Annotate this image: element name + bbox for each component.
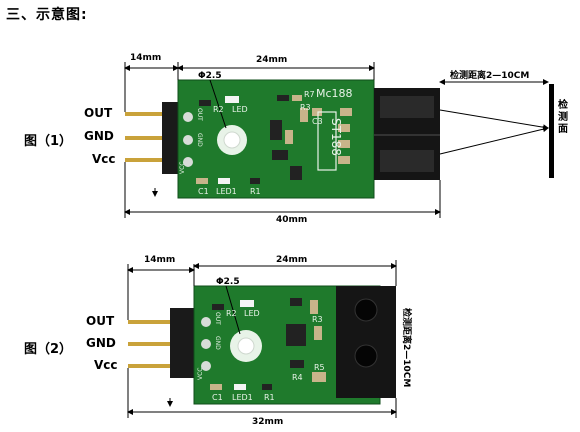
figure2-header <box>170 308 194 378</box>
figure2-silk-r1: R1 <box>264 393 275 402</box>
figure2-label: 图（2） <box>24 342 73 357</box>
figure1-pins <box>125 112 169 162</box>
figure2-pin-vcc: Vcc <box>94 358 118 372</box>
figure1-dim-pin: 14mm <box>130 53 161 63</box>
figure1-silk-r3: R3 <box>300 103 311 112</box>
figure1-dim-top: 24mm <box>256 55 287 65</box>
figure2-silk-gnd: GND <box>214 336 221 350</box>
figure1-module <box>125 79 440 199</box>
figure1-silk-model: ST188 <box>329 118 343 156</box>
figure2-pin-gnd: GND <box>86 336 116 350</box>
figure1-silk-r1: R1 <box>250 187 261 196</box>
figure2-detect-distance: 检测距离2—10CM <box>401 308 413 387</box>
figure2-silk-r4: R4 <box>292 373 303 382</box>
figure1-dimensions <box>124 62 549 218</box>
figure2-module <box>128 285 396 405</box>
figure1-silk-c3: C3 <box>312 117 323 126</box>
figure1-label: 图（1） <box>24 134 73 149</box>
figure1-header <box>162 102 180 174</box>
figure2-silk-r5: R5 <box>314 363 325 372</box>
figure1-silk-r7: R7 <box>304 90 315 99</box>
figure1-silk-c1: C1 <box>198 187 209 196</box>
figure2-dimensions <box>127 260 397 418</box>
figure1-silk-gnd: GND <box>196 133 203 147</box>
figure2-silk-r3: R3 <box>312 315 323 324</box>
figure2-pin-out: OUT <box>86 314 115 328</box>
figure1-detect-distance: 检测距离2—10CM <box>450 69 529 81</box>
figure1-pin-vcc: Vcc <box>92 152 116 166</box>
figure2-silk-c1: C1 <box>212 393 223 402</box>
figure2-silk-led: LED <box>244 309 260 318</box>
figure1-surface-label: 检测面 <box>558 100 568 135</box>
figure2-pins <box>128 320 176 368</box>
figure1-silk-brand: Mc188 <box>316 87 353 100</box>
figure1-dim-total: 40mm <box>276 215 307 225</box>
figure2-silk-vcc: VCC <box>197 368 204 380</box>
figure2-dim-pin: 14mm <box>144 255 175 265</box>
figure1-pin-gnd: GND <box>84 129 114 143</box>
figure1-silk-led: LED <box>232 105 248 114</box>
figure2-dim-hole: Φ2.5 <box>216 277 240 287</box>
figure2-dim-top: 24mm <box>276 255 307 265</box>
figure2-silk-out: OUT <box>214 312 221 325</box>
figure1-silk-vcc: VCC <box>179 162 186 174</box>
figure1-dim-hole: Φ2.5 <box>198 71 222 81</box>
figure2-dim-total: 32mm <box>252 417 283 427</box>
figure1-silk-out: OUT <box>196 108 203 121</box>
figure2-silk-r2: R2 <box>226 309 237 318</box>
figure1-silk-led1: LED1 <box>216 187 237 196</box>
figure1-pin-out: OUT <box>84 106 113 120</box>
figure2-silk-led1: LED1 <box>232 393 253 402</box>
figure1-silk-r2: R2 <box>213 105 224 114</box>
figure1-detection-surface <box>549 84 554 178</box>
page-heading: 三、示意图: <box>6 7 88 23</box>
